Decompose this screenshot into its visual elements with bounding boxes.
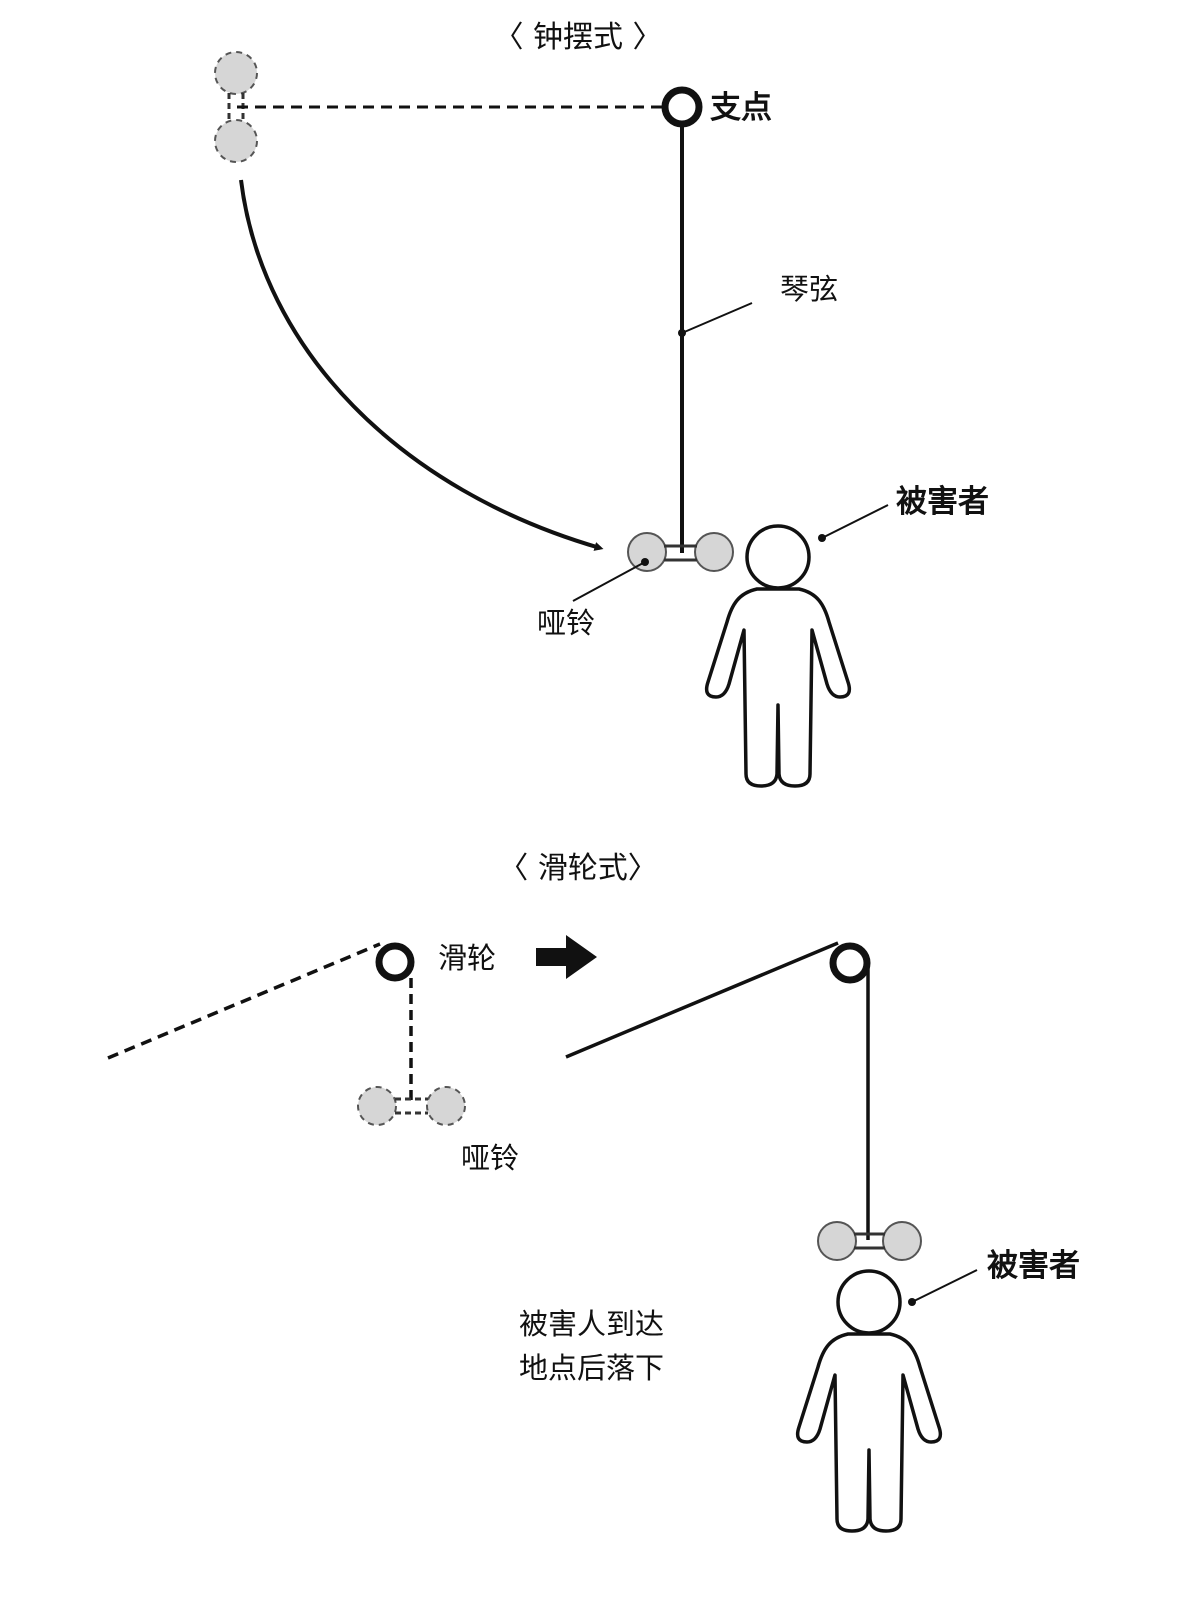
pulley-victim-figure: [795, 1269, 943, 1533]
pulley-after-rope: [565, 941, 839, 1059]
pulley-victim-label: 被害者: [987, 1248, 1080, 1284]
pendulum-dumbbell-label: 哑铃: [537, 606, 595, 640]
pendulum-section: 〈 钟摆式 〉 支点 琴弦 哑铃: [214, 20, 989, 788]
pulley-section: 〈 滑轮式〉 滑轮 哑铃: [107, 851, 1080, 1533]
swing-arc-arrow: [239, 179, 604, 551]
pulley-victim-callout-line: [911, 1269, 978, 1303]
pulley-dumbbell-label: 哑铃: [461, 1141, 519, 1175]
pulley-before-dumbbell: [357, 1086, 466, 1126]
pendulum-title: 〈 钟摆式 〉: [493, 20, 662, 55]
pulley-after-dumbbell: [817, 1221, 922, 1261]
pulley-title: 〈 滑轮式〉: [498, 851, 658, 886]
pendulum-victim-label: 被害者: [896, 484, 989, 520]
transition-arrow-icon: [536, 935, 597, 979]
pulley-caption-line2: 地点后落下: [519, 1351, 664, 1385]
pulley-before-wheel: [375, 942, 415, 982]
pendulum-victim-callout-line: [821, 504, 889, 539]
pulley-label: 滑轮: [438, 941, 496, 975]
fulcrum-circle: [661, 86, 703, 128]
pendulum-victim-figure: [704, 524, 852, 788]
pulley-before-dashed-rope: [107, 942, 381, 1060]
fulcrum-label: 支点: [710, 90, 772, 126]
string-label: 琴弦: [780, 272, 838, 306]
pulley-after-wheel: [829, 942, 871, 984]
string-callout-line: [681, 302, 753, 334]
dumbbell-callout-line: [572, 561, 646, 602]
pendulum-start-dumbbell: [214, 51, 258, 163]
pendulum-end-dumbbell: [627, 532, 734, 572]
pulley-caption-line1: 被害人到达: [519, 1307, 664, 1341]
